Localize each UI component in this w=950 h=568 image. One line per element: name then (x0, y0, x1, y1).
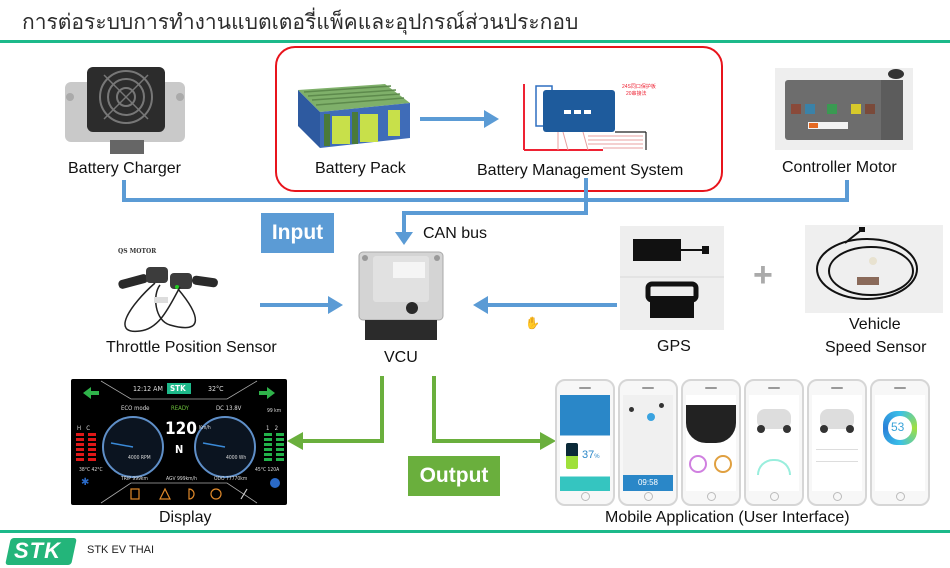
connector-pack-to-bms (420, 117, 486, 121)
footer-company: STK EV THAI (87, 544, 155, 556)
can-bus-label: CAN bus (423, 225, 488, 242)
dash-status: READY (171, 405, 189, 412)
footer-logo-text: STK (14, 538, 61, 563)
plus-icon: + (753, 256, 773, 294)
dashboard-display[interactable]: ✱ 12:12 AM STK 32°C ECO mode READY DC 13… (71, 379, 287, 505)
connector-can-bus-down (402, 211, 406, 235)
gps[interactable]: GPS (620, 226, 726, 366)
page-title: การต่อระบบการทำงานแบตเตอรี่แพ็คและอุปกรณ… (22, 10, 579, 34)
output-tag: Output (408, 456, 500, 496)
footer-divider (0, 530, 950, 533)
arrow-to-display (287, 432, 303, 450)
dash-temp: 32°C (208, 385, 224, 393)
controller-motor-image (775, 68, 913, 150)
input-tag: Input (261, 213, 334, 253)
phone-screen-dashboard[interactable] (681, 379, 741, 506)
battery-pack-label: Battery Pack (315, 160, 406, 177)
vcu-label: VCU (384, 349, 418, 366)
dash-right-temps: 45°C 120A (255, 467, 280, 473)
headlight-icon (188, 488, 195, 500)
connector-bms (584, 178, 588, 215)
gps-label: GPS (657, 338, 691, 355)
connector-vcu-to-display-v (380, 376, 384, 442)
arrow-can-bus (395, 232, 413, 245)
bms-label: Battery Management System (477, 162, 684, 179)
arrow-gps-to-vcu (473, 296, 488, 314)
phone-screen-scooter-2[interactable] (807, 379, 867, 506)
bms[interactable]: 24S同口保护板 20串接法 Battery Management System (470, 78, 710, 186)
dashboard-graphic: ✱ (76, 380, 284, 504)
battery-pack-image (298, 84, 410, 148)
arrow-to-mobile (540, 432, 556, 450)
connector-can-bus (402, 211, 588, 215)
speed-sensor-label-1: Vehicle (849, 316, 901, 333)
connector-gps-to-vcu (487, 303, 617, 307)
dash-mode: ECO mode (121, 405, 150, 412)
speed-sensor-image (805, 225, 943, 313)
arrow-pack-to-bms (484, 110, 499, 128)
gps-image (620, 226, 724, 330)
battery-group-highlight (275, 46, 723, 192)
controller-motor-label: Controller Motor (782, 159, 897, 176)
dash-gear: N (175, 443, 184, 456)
timer: 09:58 (623, 475, 673, 491)
battery-percent: 37% (582, 449, 600, 461)
connector-vcu-to-display-h (302, 439, 384, 443)
connector-vcu-to-mobile-h (432, 439, 542, 443)
bms-image: 24S同口保护板 20串接法 (523, 83, 656, 151)
connector-controller (845, 180, 849, 202)
dash-rpm: 4000 RPM (128, 455, 151, 461)
dash-avg: AGV 999km/h (166, 476, 197, 482)
battery-charger-image (65, 67, 185, 154)
mobile-app-label: Mobile Application (User Interface) (605, 509, 850, 526)
dash-speed-unit: Km/h (199, 425, 211, 431)
dash-time: 12:12 AM (133, 385, 163, 393)
dash-right-bar-labels: 1 2 (266, 425, 279, 432)
vcu[interactable]: VCU (340, 245, 460, 370)
battery-charger-label: Battery Charger (68, 160, 181, 177)
phone-screen-battery[interactable]: 37% (555, 379, 615, 506)
bluetooth-icon: ✱ (81, 477, 89, 488)
bms-note-1: 24S同口保护板 (622, 83, 656, 90)
throttle-brand-label: QS MOTOR (118, 248, 157, 255)
dash-odo: ODO 77770km (214, 476, 248, 482)
speed-sensor-label-2: Speed Sensor (825, 339, 927, 356)
vehicle-speed-sensor[interactable]: Vehicle Speed Sensor (805, 225, 950, 365)
throttle-label: Throttle Position Sensor (106, 339, 277, 356)
arrow-throttle-to-vcu (328, 296, 343, 314)
battery-pack[interactable]: Battery Pack (290, 78, 420, 183)
dash-speed: 120 (165, 419, 197, 439)
throttle-position-sensor[interactable]: QS MOTOR Throttle Position Sensor (100, 245, 300, 360)
connector-charger (122, 180, 126, 201)
phone-screen-score[interactable]: 53 (870, 379, 930, 506)
score-value: 53 (891, 420, 905, 434)
battery-charger[interactable]: Battery Charger (60, 62, 190, 187)
controller-motor[interactable]: Controller Motor (770, 68, 930, 183)
turn-right-icon (259, 387, 275, 399)
header-divider (0, 40, 950, 43)
location-icon (270, 478, 280, 488)
warning-icon (159, 487, 171, 500)
phone-screen-map[interactable]: 09:58 (618, 379, 678, 506)
dash-brand: STK (170, 384, 186, 393)
dash-voltage: DC 13.8V (216, 405, 242, 412)
connector-throttle-to-vcu (260, 303, 330, 307)
bms-note-2: 20串接法 (626, 90, 647, 97)
fuel-icon (130, 488, 140, 500)
wrench-icon (240, 488, 248, 500)
dash-left-bar-labels: H C (77, 425, 90, 432)
connector-main-bus (122, 198, 849, 202)
dash-wh: 4000 Wh (226, 455, 247, 461)
connector-vcu-to-mobile-v (432, 376, 436, 442)
phone-screen-scooter-1[interactable] (744, 379, 804, 506)
display-label: Display (159, 509, 212, 526)
dash-trip: TRIP 999km (121, 476, 148, 482)
dash-left-temps: 38°C 42°C (79, 467, 103, 473)
engine-icon (210, 488, 222, 500)
turn-left-icon (83, 387, 99, 399)
vcu-image (358, 251, 444, 340)
dash-range: 99 km (267, 408, 282, 414)
hand-cursor-icon: ✋ (525, 316, 540, 330)
throttle-image (118, 267, 218, 332)
